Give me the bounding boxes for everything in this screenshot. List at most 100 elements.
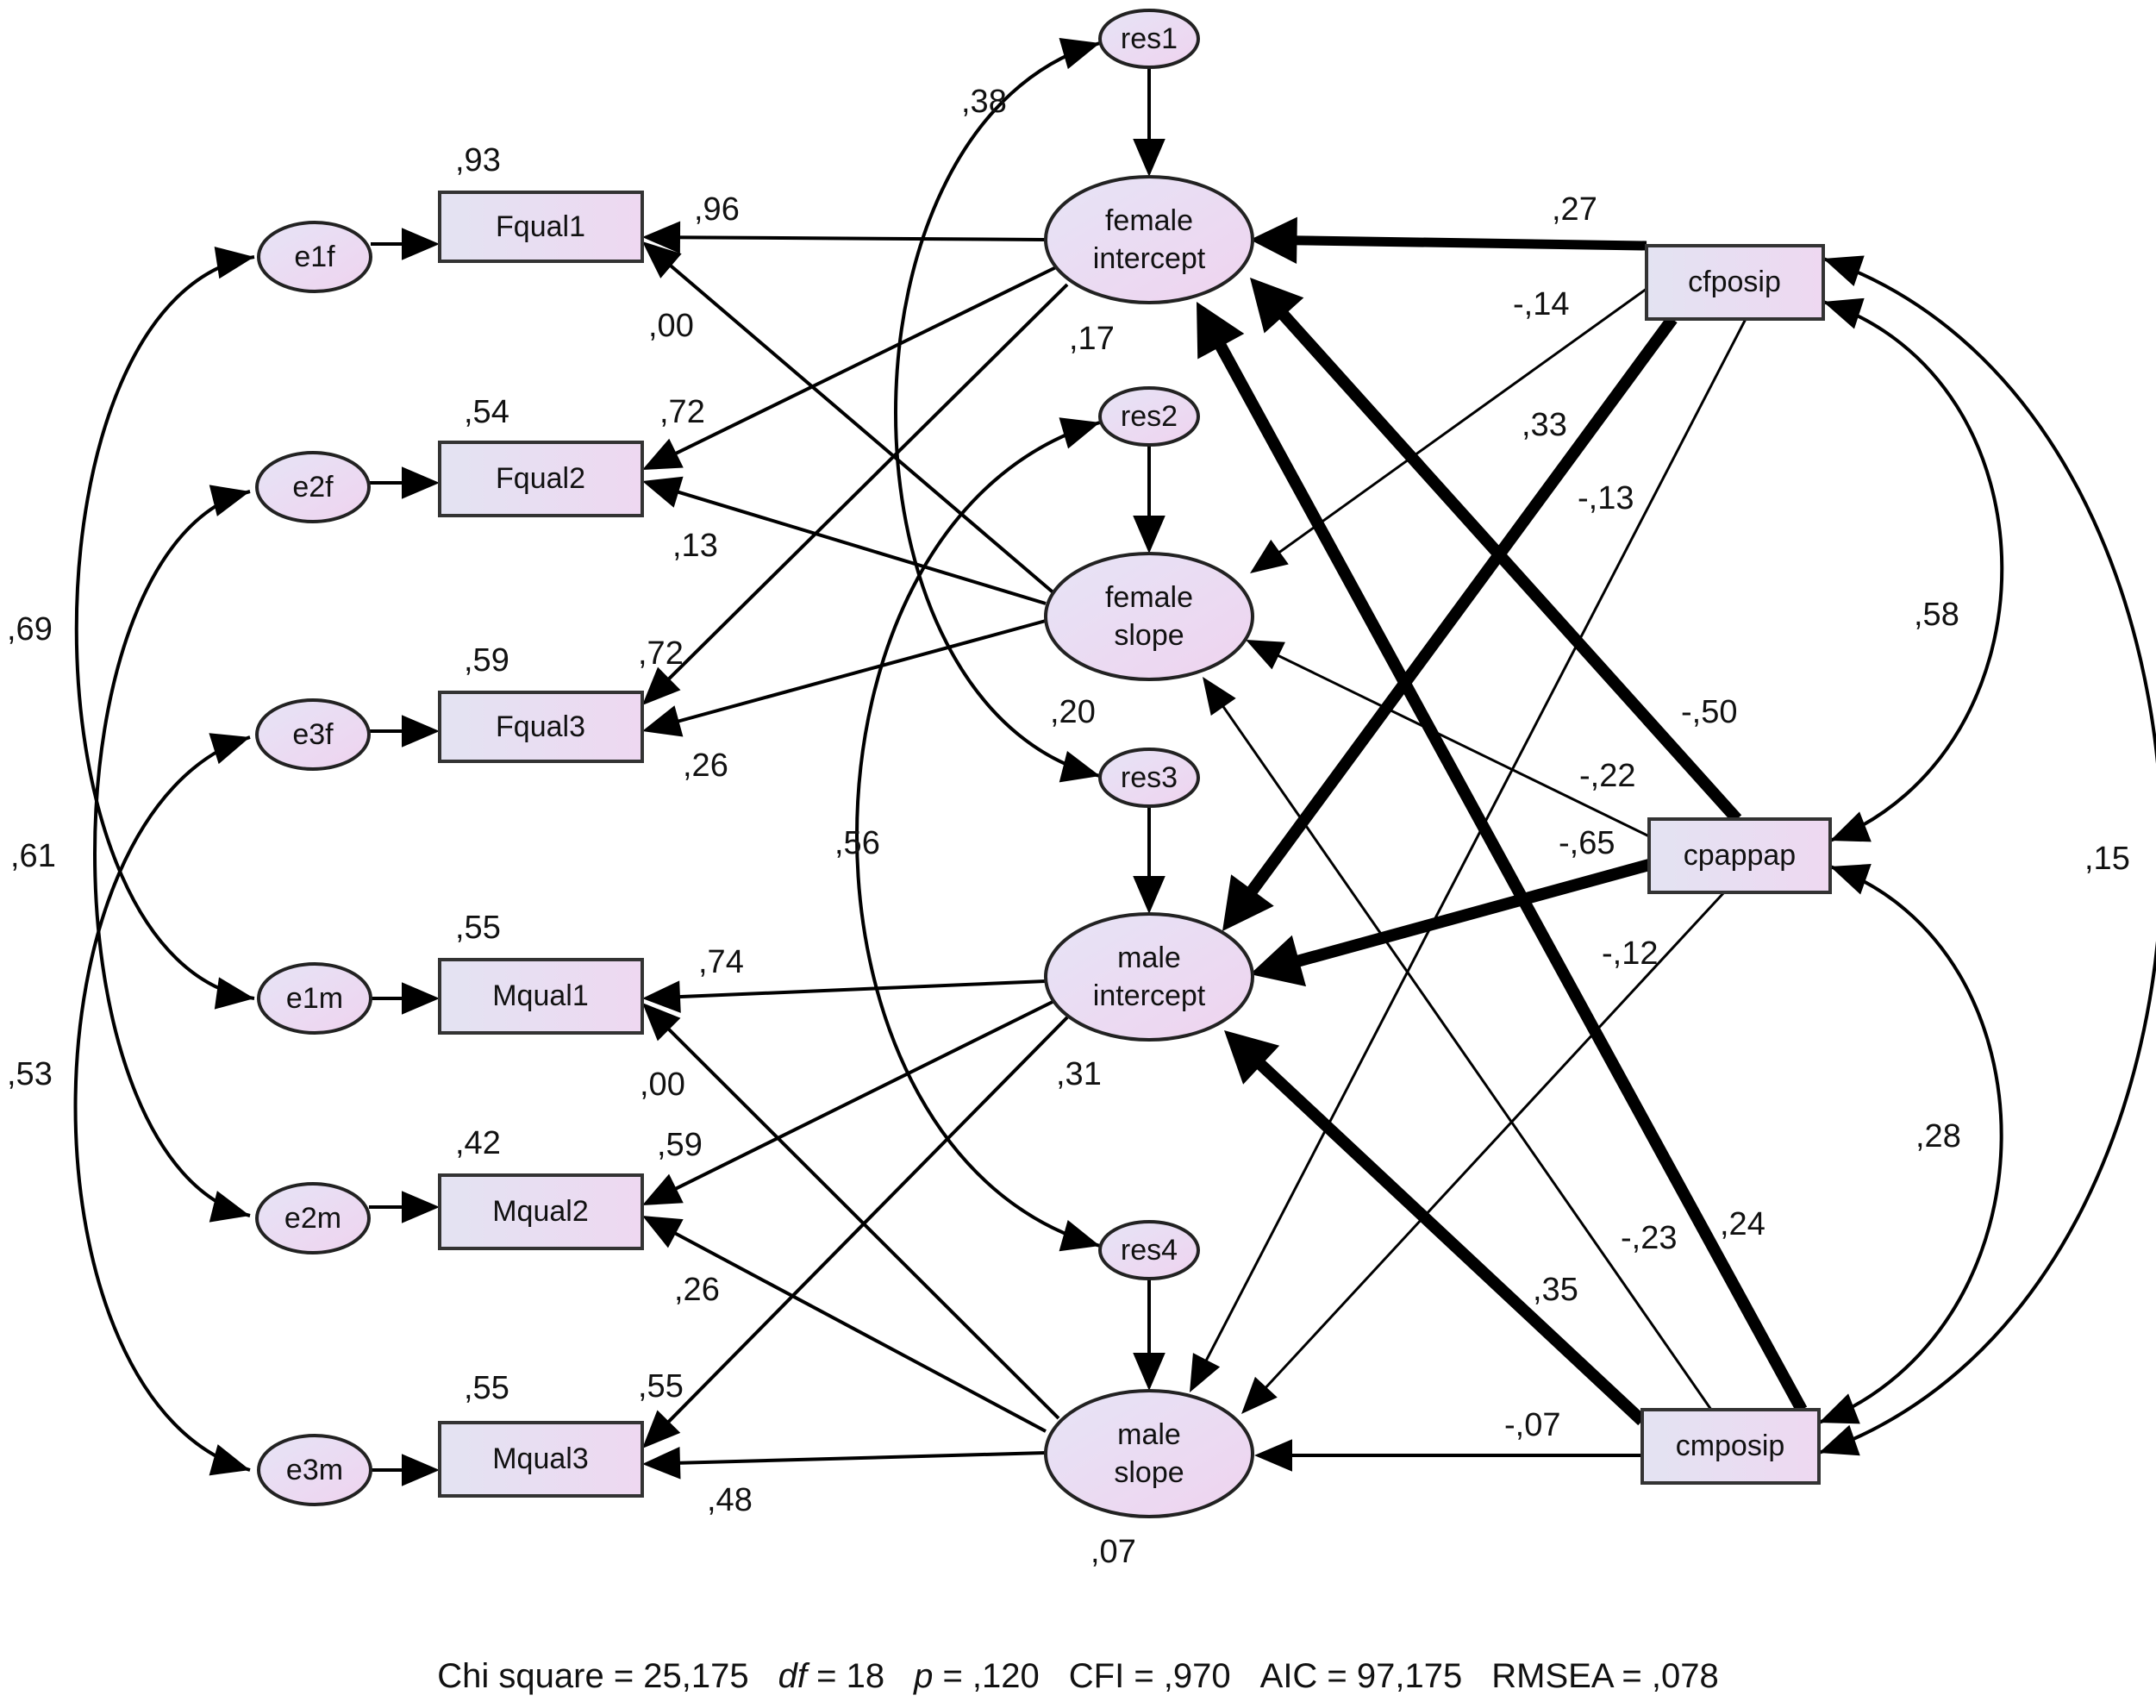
- arrow-ms-mqual3: [642, 1446, 1047, 1480]
- arrow-fi-fqual1: [642, 221, 1047, 254]
- path-cpappap-fi: -,50: [1681, 694, 1737, 730]
- corr-cfposip-cmposip: ,15: [2084, 841, 2130, 877]
- arrow-mi-mqual3: [642, 1016, 1069, 1448]
- arrow-fs-fqual2: [642, 476, 1047, 605]
- r2-Mqual1: ,55: [455, 910, 501, 946]
- r2-Mqual3: ,55: [464, 1370, 509, 1406]
- fit-p-label: p: [914, 1657, 934, 1695]
- node-female-intercept-line1: female: [1105, 204, 1193, 237]
- r2-Fqual3: ,59: [464, 642, 509, 679]
- arrow-cfposip-ms: [1190, 318, 1747, 1392]
- loading-mi-mqual2: ,59: [657, 1127, 703, 1163]
- node-Mqual3-label: Mqual3: [492, 1442, 589, 1475]
- path-cpappap-ms: -,12: [1602, 935, 1658, 972]
- arrow-cmposip-mi: [1224, 1030, 1647, 1426]
- node-Mqual2: [438, 1173, 644, 1250]
- indicators: Fqual1 Fqual2 Fqual3 Mqual1 Mqual2 Mqual…: [438, 191, 644, 1498]
- correlation-labels: ,69 ,61 ,53 ,38 ,56 ,58 ,28 ,15: [7, 84, 2130, 1154]
- r-squared-labels: ,93 ,54 ,59 ,55 ,42 ,55 ,17 ,20 ,31 ,07: [455, 142, 1136, 1570]
- node-e3f: [255, 698, 371, 771]
- r2-male-intercept: ,31: [1056, 1056, 1102, 1092]
- node-e1m-label: e1m: [286, 982, 343, 1015]
- loading-labels: ,96 ,00 ,72 ,13 ,72 ,26 ,74 ,00 ,59 ,26 …: [638, 191, 753, 1518]
- arrow-res3-mi: [1133, 806, 1165, 914]
- node-Mqual1-label: Mqual1: [492, 979, 589, 1012]
- node-male-intercept: [1044, 912, 1254, 1042]
- node-res3: [1098, 748, 1200, 808]
- r2-female-slope: ,20: [1050, 694, 1096, 730]
- loading-fi-fqual2: ,72: [659, 394, 705, 430]
- loading-ms-mqual1: ,00: [640, 1067, 685, 1103]
- fit-p-value: = ,120: [933, 1657, 1040, 1695]
- r2-female-intercept: ,17: [1069, 321, 1115, 357]
- arrow-cfposip-fs: [1250, 287, 1647, 573]
- arrow-res4-ms: [1133, 1279, 1165, 1391]
- node-e2m-label: e2m: [284, 1202, 341, 1235]
- covariance-e3f-e3m: [73, 733, 251, 1476]
- path-cmposip-ms: -,07: [1504, 1407, 1560, 1443]
- node-res2: [1098, 386, 1200, 447]
- node-e3m: [257, 1434, 372, 1506]
- node-cpappap: [1647, 817, 1832, 894]
- path-arrows: [73, 37, 2156, 1486]
- loading-fi-fqual1: ,96: [694, 191, 740, 228]
- node-res1-label: res1: [1121, 22, 1178, 55]
- fit-rmsea: RMSEA = ,078: [1491, 1657, 1719, 1695]
- arrow-cpappap-mi: [1250, 859, 1651, 987]
- arrow-res1-fi: [1133, 67, 1165, 177]
- node-e1f-label: e1f: [294, 241, 335, 273]
- loading-ms-mqual3: ,48: [707, 1482, 753, 1518]
- arrow-ms-mqual2: [642, 1216, 1047, 1433]
- path-cfposip-fs: -,14: [1513, 286, 1569, 322]
- node-male-intercept-line1: male: [1117, 942, 1181, 974]
- covariance-e1f-e1m: [74, 247, 255, 1010]
- fit-aic: AIC = 97,175: [1259, 1657, 1463, 1695]
- node-cmposip-label: cmposip: [1676, 1430, 1785, 1462]
- node-e1m: [257, 962, 372, 1035]
- node-cfposip: [1645, 244, 1825, 321]
- node-female-intercept: [1044, 175, 1254, 304]
- path-cfposip-fi: ,27: [1552, 191, 1597, 228]
- node-female-slope: [1044, 552, 1254, 681]
- path-cpappap-mi: -,65: [1559, 825, 1615, 861]
- latent-factors: female intercept female slope male inter…: [1044, 175, 1254, 1518]
- arrow-res2-fs: [1133, 445, 1165, 554]
- node-Fqual1-label: Fqual1: [496, 210, 585, 243]
- arrow-fs-fqual3: [642, 619, 1047, 737]
- node-cpappap-label: cpappap: [1684, 839, 1796, 872]
- node-Mqual2-label: Mqual2: [492, 1195, 589, 1228]
- node-Fqual1: [438, 191, 644, 263]
- arrow-cfposip-mi: [1222, 315, 1678, 931]
- arrow-cmposip-fi: [1197, 302, 1808, 1413]
- arrow-e2m-mqual2: [369, 1191, 440, 1223]
- path-cmposip-fi: ,24: [1720, 1206, 1765, 1242]
- arrow-e3m-mqual3: [371, 1454, 440, 1486]
- node-Mqual1: [438, 958, 644, 1035]
- node-e1f: [257, 221, 372, 293]
- corr-e3f-e3m: ,53: [7, 1056, 53, 1092]
- node-Fqual3-label: Fqual3: [496, 710, 585, 743]
- path-cmposip-mi: ,35: [1533, 1272, 1578, 1308]
- node-e3m-label: e3m: [286, 1454, 343, 1486]
- fit-df-label: df: [778, 1657, 807, 1695]
- node-e2m: [255, 1182, 371, 1254]
- node-res1: [1098, 9, 1200, 69]
- path-labels: ,27 -,14 ,33 -,13 -,50 -,22 -,65 -,12 ,2…: [1504, 191, 1765, 1443]
- loading-fi-fqual3: ,72: [638, 635, 684, 672]
- predictors: cfposip cpappap cmposip: [1640, 244, 1832, 1485]
- node-cfposip-label: cfposip: [1688, 266, 1781, 298]
- corr-res1-res3: ,38: [961, 84, 1007, 120]
- corr-res2-res4: ,56: [834, 825, 880, 861]
- node-female-intercept-line2: intercept: [1093, 242, 1206, 275]
- corr-e1f-e1m: ,69: [7, 611, 53, 648]
- arrow-fs-fqual1: [642, 241, 1058, 597]
- arrow-ms-mqual1: [642, 1003, 1060, 1420]
- node-Fqual3: [438, 691, 644, 763]
- node-Fqual2-label: Fqual2: [496, 462, 585, 495]
- arrow-cfposip-fi: [1250, 216, 1647, 265]
- path-cfposip-ms: -,13: [1578, 480, 1634, 516]
- loading-fs-fqual2: ,13: [672, 528, 718, 564]
- node-male-slope-line1: male: [1117, 1418, 1181, 1451]
- covariance-cfposip-cpappap: [1822, 297, 2004, 842]
